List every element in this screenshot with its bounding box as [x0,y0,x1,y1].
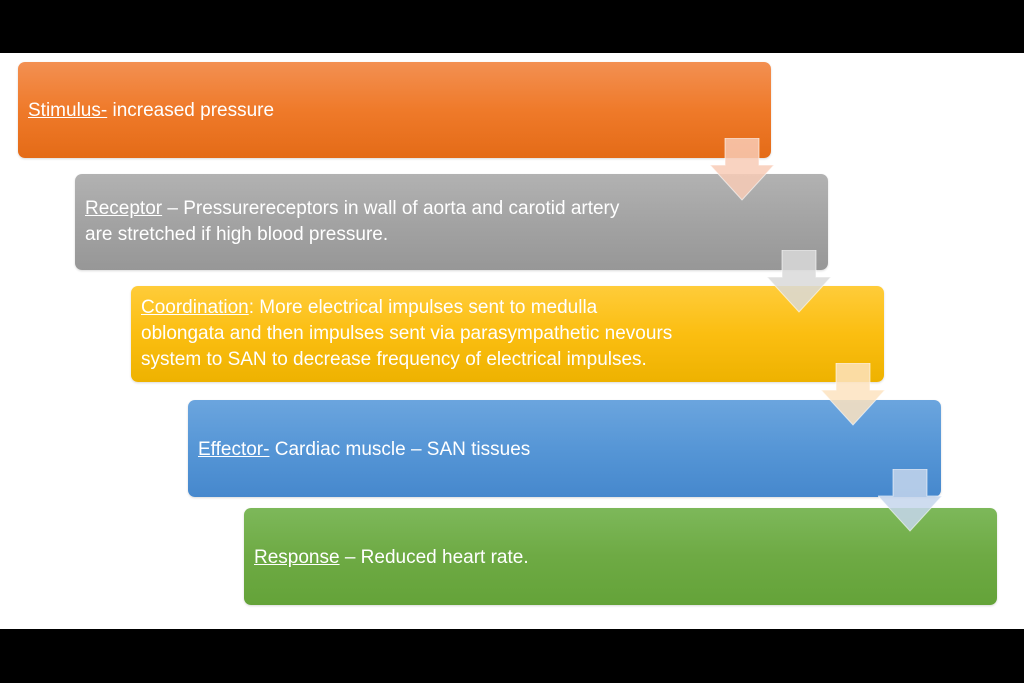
step-text: Stimulus- increased pressure [28,96,274,124]
step-desc: increased pressure [107,100,275,121]
down-arrow-icon [710,138,774,201]
step-desc: Cardiac muscle – SAN tissues [269,438,531,460]
step-key: Coordination [141,297,249,318]
step-key: Effector- [198,438,270,460]
step-desc: – Pressurereceptors in wall of aorta and… [85,198,620,245]
step-receptor: Receptor – Pressurereceptors in wall of … [75,174,828,270]
step-desc: – Reduced heart rate. [339,546,529,568]
step-text: Coordination: More electrical impulses s… [141,295,672,373]
down-arrow-icon [767,250,831,313]
step-desc: : More electrical impulses sent to medul… [141,297,673,370]
step-key: Receptor [85,198,163,219]
slide: Stimulus- increased pressure Receptor – … [0,53,1024,629]
down-arrow-icon [878,469,942,532]
down-arrow-icon [821,363,885,426]
step-stimulus: Stimulus- increased pressure [18,62,771,158]
step-key: Stimulus- [28,100,108,121]
step-response: Response – Reduced heart rate. [244,508,997,605]
step-effector: Effector- Cardiac muscle – SAN tissues [188,400,941,497]
step-key: Response [254,546,340,568]
step-text: Effector- Cardiac muscle – SAN tissues [198,435,530,463]
step-coordination: Coordination: More electrical impulses s… [131,286,884,382]
step-text: Response – Reduced heart rate. [254,543,529,571]
step-text: Receptor – Pressurereceptors in wall of … [85,196,619,248]
